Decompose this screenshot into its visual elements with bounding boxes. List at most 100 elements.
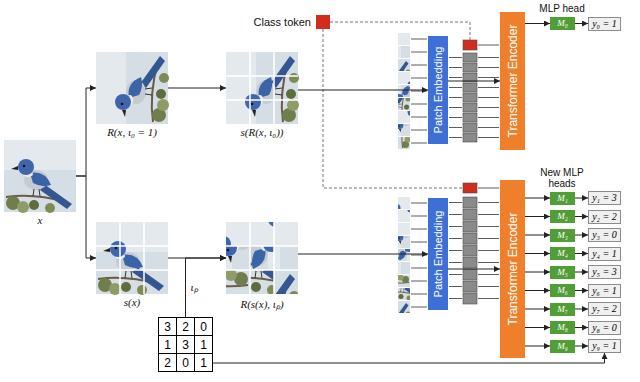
g-shape: [250, 270, 274, 294]
image-caption: R(s(x), ιₚ): [240, 296, 283, 311]
use-shape: [398, 301, 410, 313]
output-label-box: y₅ = 3: [588, 265, 621, 279]
flow-arrow: [525, 253, 550, 254]
rect-shape: [463, 281, 477, 292]
flow-arrow: [575, 290, 588, 291]
rect-shape: [463, 269, 477, 280]
g-shape: [386, 212, 423, 248]
use-shape: [398, 72, 410, 84]
rect-shape: [463, 197, 477, 208]
block-label: Transformer Encoder: [507, 25, 519, 138]
rect-shape: [463, 209, 477, 220]
use-shape: [398, 223, 410, 235]
use-shape: [226, 246, 250, 270]
flow-arrow: [525, 309, 550, 310]
flow-arrow: [448, 81, 500, 82]
rect-shape: [463, 257, 477, 268]
table-cell: 0: [195, 318, 212, 335]
use-shape: [398, 262, 410, 274]
output-value: y₅ = 3: [592, 267, 617, 277]
g-shape: [398, 59, 410, 71]
flow-arrow: [525, 216, 550, 217]
token-arrows: [411, 188, 499, 307]
flow-arrow: [575, 23, 588, 24]
mlp-head-box: M₆: [550, 284, 575, 297]
use-shape: [398, 85, 410, 97]
flow-arrow: [76, 176, 96, 258]
flow-arrow: [525, 235, 550, 236]
input-image: [4, 140, 76, 213]
mlp-head-box: M₃: [550, 229, 575, 242]
use-shape: [226, 222, 250, 246]
use-shape: [398, 46, 410, 58]
table-cell: 1: [195, 336, 212, 353]
output-value: y₇ = 2: [592, 304, 617, 314]
head-name: M₆: [557, 286, 568, 295]
use-shape: [398, 98, 410, 110]
use-shape: [96, 222, 168, 295]
g-shape: [398, 85, 410, 97]
mlp-head-box: M₈: [550, 321, 575, 334]
permutation-table: 320131201: [158, 317, 213, 372]
rect-shape: [463, 245, 477, 256]
split-image: [96, 222, 168, 295]
use-shape: [274, 270, 298, 294]
image-caption: x: [38, 214, 43, 226]
flow-arrow: [186, 258, 227, 317]
flow-arrow: [575, 346, 588, 347]
patch-embedding-box: Patch Embedding: [428, 36, 448, 144]
flow-arrow: [168, 88, 226, 89]
use-shape: [398, 111, 410, 123]
edge-label: ιₚ: [190, 281, 199, 293]
g-shape: [386, 264, 422, 301]
image-panel: s(x): [96, 222, 168, 294]
flow-arrow: [525, 198, 550, 199]
rect-shape: [463, 183, 477, 193]
output-value: y₀ = 1: [592, 19, 617, 29]
token-column: [463, 183, 477, 304]
use-shape: [398, 197, 410, 209]
rect-shape: [463, 133, 477, 142]
flow-arrow: [525, 290, 550, 291]
head-name: M₄: [557, 249, 568, 258]
image-panel: s(R(x, ι₀)): [226, 52, 298, 124]
mlp-head-box: M₄: [550, 247, 575, 260]
output-value: y₂ = 2: [592, 212, 617, 222]
head-name: M₂: [557, 212, 568, 221]
rotated-image: [96, 52, 169, 124]
output-value: y₃ = 0: [592, 230, 617, 240]
flow-arrow: [525, 272, 550, 273]
image-caption: s(x): [124, 296, 141, 308]
g-shape: [226, 246, 250, 270]
rect-shape: [463, 53, 477, 62]
g-shape: [250, 222, 274, 246]
use-shape: [398, 275, 410, 287]
patch-strip: [374, 186, 423, 338]
flow-arrow: [575, 253, 588, 254]
transformer-encoder-box: Transformer Encoder: [500, 12, 525, 150]
g-shape: [398, 197, 410, 209]
use-shape: [274, 246, 298, 270]
head-name: M₈: [557, 323, 568, 332]
flow-arrow: [575, 216, 588, 217]
flow-arrow: [575, 272, 588, 273]
use-shape: [398, 249, 410, 261]
use-shape: [226, 270, 250, 294]
rect-shape: [463, 113, 477, 122]
output-value: y₁ = 3: [592, 193, 617, 203]
output-label-box: y₇ = 2: [588, 302, 621, 316]
g-shape: [374, 301, 411, 337]
flow-arrow: [525, 327, 550, 328]
table-cell: 2: [177, 318, 194, 335]
g-shape: [398, 236, 410, 248]
heads-caption: MLP head: [539, 3, 584, 14]
output-label-box: y₀ = 1: [588, 17, 621, 31]
use-shape: [398, 124, 410, 136]
use-shape: [398, 236, 410, 248]
output-value: y₆ = 1: [592, 286, 617, 296]
table-cell: 0: [177, 354, 194, 371]
g-shape: [274, 270, 298, 294]
head-name: M₁: [557, 194, 568, 203]
